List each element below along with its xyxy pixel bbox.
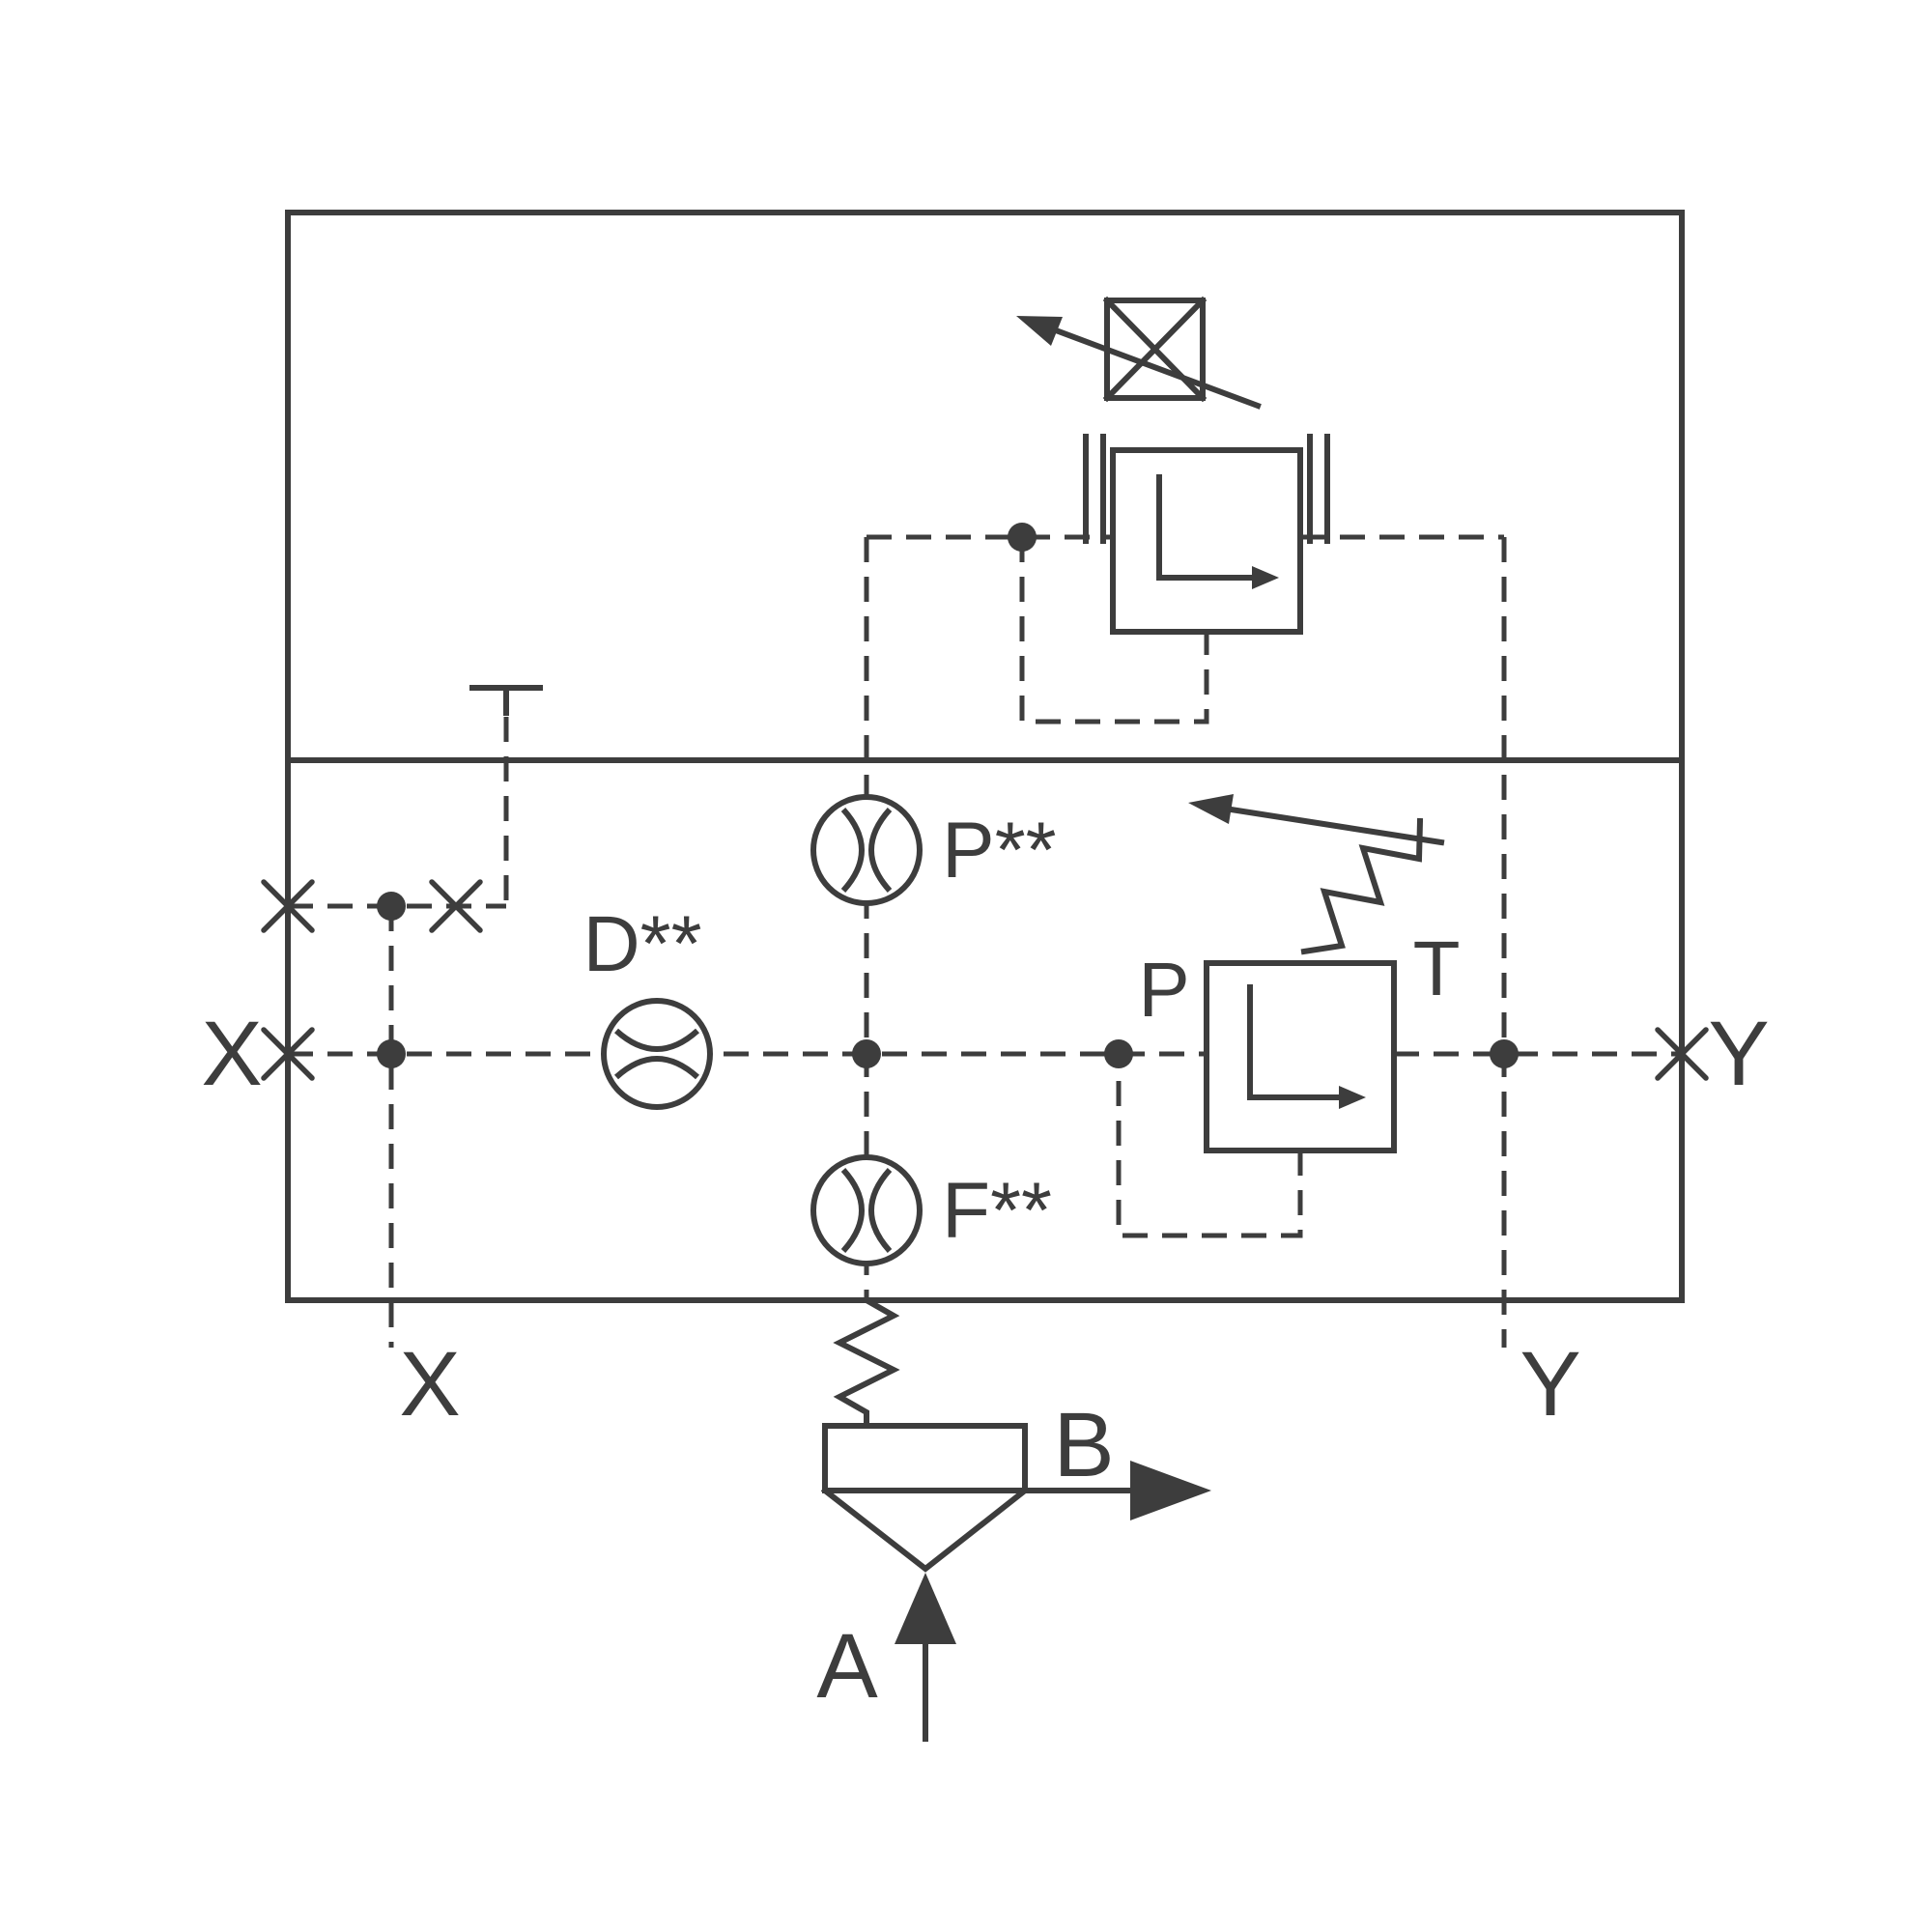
cartridge-body xyxy=(822,1423,1028,1493)
relief-adjustment-arrow-shaft xyxy=(1221,805,1445,846)
relief-valve-arrow-head xyxy=(1339,1086,1366,1109)
junction-dot xyxy=(1104,1039,1133,1068)
pilot-valve-arrow-head xyxy=(1252,566,1279,589)
orifice-f-label: F** xyxy=(942,1167,1052,1255)
relief-valve-drain-loop xyxy=(1116,1054,1303,1238)
junction-dot xyxy=(377,1039,406,1068)
adjustment-arrow-head xyxy=(1016,316,1063,346)
port-a-arrow-head xyxy=(895,1573,956,1644)
pilot-valve-envelope xyxy=(1110,447,1303,635)
cartridge-spring xyxy=(833,1295,900,1429)
valve-block-outline xyxy=(285,210,1685,1303)
junction-dot xyxy=(377,892,406,921)
plug-x-mark xyxy=(1655,1027,1709,1081)
plug-x-mark xyxy=(429,879,483,933)
orifice-p xyxy=(810,794,923,906)
stroke-limiter xyxy=(1044,296,1262,410)
cartridge-seat xyxy=(820,1486,1030,1573)
check-cartridge xyxy=(820,1295,1133,1742)
relief-valve-t-label: T xyxy=(1413,925,1461,1011)
port-label-b: B xyxy=(1053,1394,1114,1496)
stroke-limiter-diagonal-2 xyxy=(1102,296,1208,403)
pilot-relief-valve xyxy=(1204,805,1445,1153)
relief-valve-envelope xyxy=(1204,960,1397,1153)
orifice-p-label: P** xyxy=(942,807,1057,895)
relief-valve-p-label: P xyxy=(1138,947,1189,1033)
junction-dot xyxy=(852,1039,881,1068)
plug-x-mark xyxy=(261,879,315,933)
orifice-d-label: D** xyxy=(582,900,701,988)
pilot-valve-flow-path xyxy=(1156,474,1255,581)
relief-adjustment-arrow-head xyxy=(1188,794,1234,824)
pilot-valve-feedback-line xyxy=(1019,537,1209,724)
junction-dot xyxy=(1008,523,1037,552)
junction-dot xyxy=(1490,1039,1519,1068)
port-label-x-bottom: X xyxy=(399,1333,460,1435)
relief-valve-flow-path xyxy=(1247,984,1342,1100)
port-label-y-bottom: Y xyxy=(1520,1333,1580,1435)
port-label-a: A xyxy=(816,1615,878,1718)
port-label-x-left: X xyxy=(201,1003,262,1105)
adjustment-arrow-shaft xyxy=(1044,324,1262,410)
port-label-y-right: Y xyxy=(1708,1003,1769,1105)
relief-valve-spring xyxy=(1300,817,1424,955)
orifice-d xyxy=(601,998,713,1110)
plug-x-mark xyxy=(261,1027,315,1081)
orifice-f xyxy=(810,1154,923,1266)
pilot-directional-valve xyxy=(1083,434,1330,635)
port-b-arrow-head xyxy=(1130,1461,1211,1520)
